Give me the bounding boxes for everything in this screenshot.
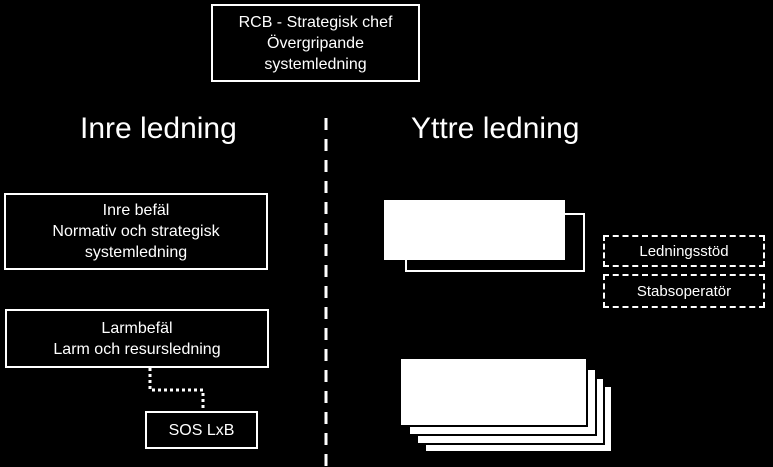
stacked-card-1 [399, 357, 588, 427]
alarm-commander-line-1: Larmbefäl [101, 319, 173, 337]
inner-management-heading: Inre ledning [80, 112, 237, 145]
inner-commander-line-1: Inre befäl [102, 202, 170, 219]
inner-commander-line-3: systemledning [84, 244, 188, 261]
management-support-label: Ledningsstöd [639, 242, 729, 260]
staff-operator-label: Stabsoperatör [636, 282, 732, 300]
inner-commander-line-2: Normativ och strategisk [52, 223, 220, 240]
strategic-chief-line-2: Övergripande [267, 34, 364, 52]
strategic-chief-line-3: systemledning [264, 55, 367, 73]
outer-management-heading: Yttre ledning [411, 112, 580, 145]
inner-commander-box: Inre befäl Normativ och strategisk syste… [4, 193, 268, 270]
strategic-chief-line-1: RCB - Strategisk chef [238, 13, 393, 31]
alarm-commander-line-2: Larm och resursledning [53, 340, 221, 358]
sos-lxb-box: SOS LxB [145, 411, 258, 449]
outer-front-white-box [384, 200, 565, 260]
sos-lxb-label: SOS LxB [168, 421, 235, 439]
management-support-box: Ledningsstöd [603, 235, 765, 267]
strategic-chief-box: RCB - Strategisk chef Övergripande syste… [211, 4, 420, 82]
staff-operator-box: Stabsoperatör [603, 274, 765, 308]
alarm-commander-box: Larmbefäl Larm och resursledning [5, 309, 269, 368]
alarm-to-sos-dotted-connector [148, 368, 205, 412]
